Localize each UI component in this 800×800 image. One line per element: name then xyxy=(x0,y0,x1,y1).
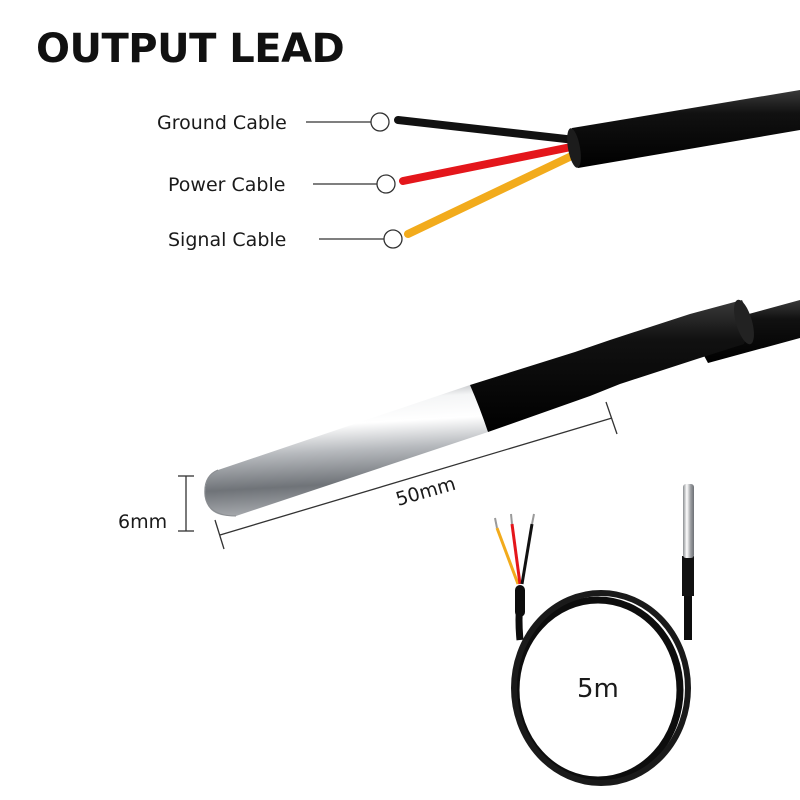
cable-length-label: 5m xyxy=(577,674,619,704)
output-lead-cable xyxy=(394,90,800,238)
power-wire xyxy=(399,142,580,185)
small-ground-wire xyxy=(520,523,534,585)
length-label: 50mm xyxy=(393,473,458,511)
small-signal-wire xyxy=(495,527,520,585)
small-steel-probe xyxy=(683,484,694,558)
signal-cable-label: Signal Cable xyxy=(168,229,286,251)
power-cable-label: Power Cable xyxy=(168,174,285,196)
cable-jacket xyxy=(570,90,800,168)
title: OUTPUT LEAD xyxy=(36,26,344,72)
coiled-cable: 5m xyxy=(494,484,694,786)
diameter-label: 6mm xyxy=(118,511,167,533)
ground-cable-label: Ground Cable xyxy=(157,112,287,134)
diameter-dimension: 6mm xyxy=(118,475,194,533)
signal-callout: Signal Cable xyxy=(168,229,403,251)
ground-wire xyxy=(394,116,579,144)
steel-probe xyxy=(205,385,488,517)
small-power-wire xyxy=(510,523,522,585)
probe-assembly xyxy=(204,299,800,517)
signal-wire xyxy=(404,148,584,238)
ground-callout: Ground Cable xyxy=(157,112,390,134)
power-callout: Power Cable xyxy=(168,174,396,196)
